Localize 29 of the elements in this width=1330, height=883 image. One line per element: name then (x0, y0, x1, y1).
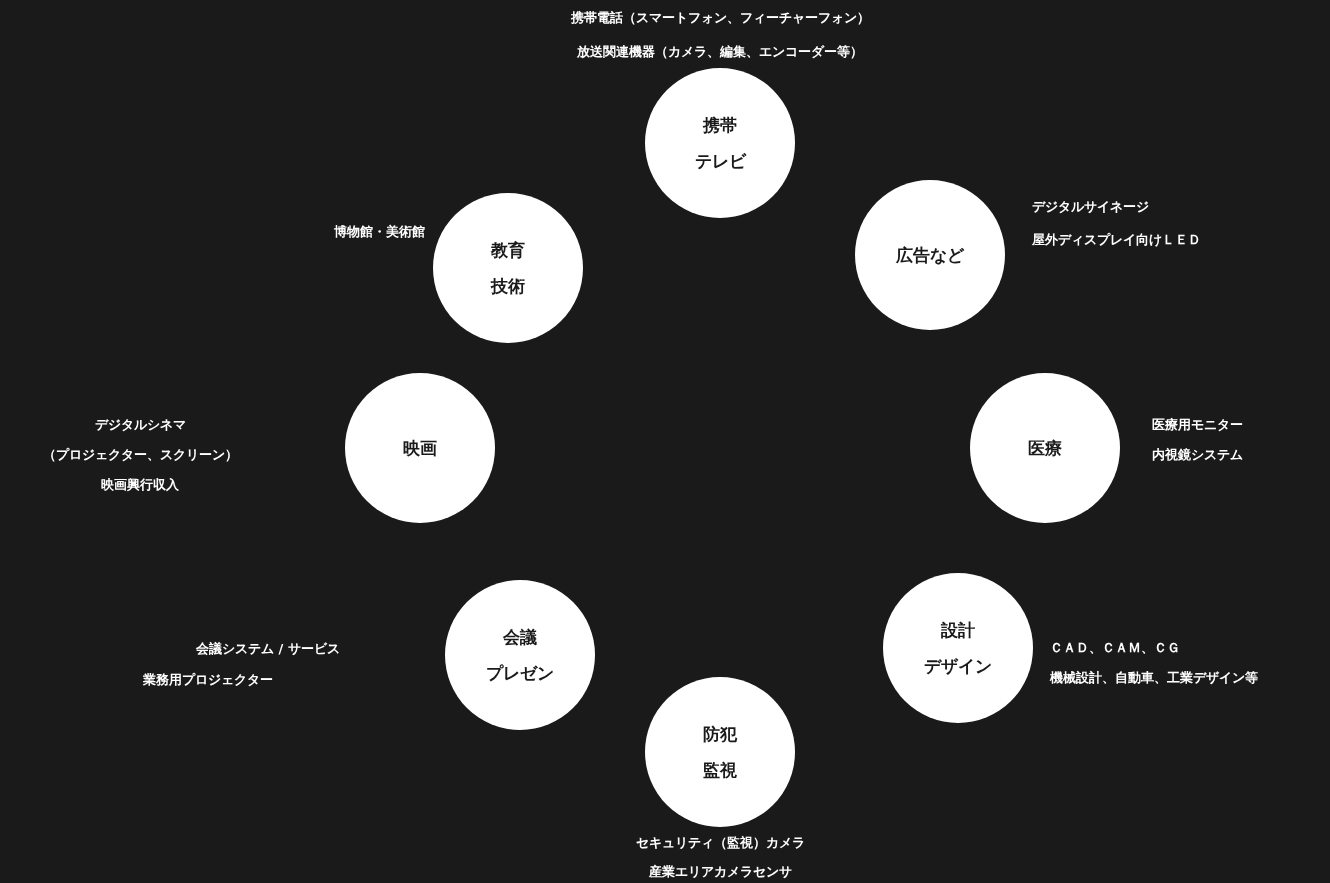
application-note: デジタルシネマ (94, 416, 186, 434)
application-note: 映画興行収入 (101, 476, 179, 494)
application-note: 内視鏡システム (1152, 446, 1243, 464)
category-label: 技術 (491, 275, 525, 298)
category-label: 設計 (941, 619, 975, 642)
category-label: 携帯 (703, 114, 737, 137)
application-note: 業務用プロジェクター (143, 671, 273, 689)
category-label: 映画 (403, 437, 437, 460)
application-note: 放送関連機器（カメラ、編集、エンコーダー等） (577, 43, 863, 61)
application-note: 会議システム / サービス (196, 640, 340, 658)
category-label: 監視 (703, 759, 737, 782)
category-label: 会議 (503, 626, 537, 649)
category-label: 広告など (896, 244, 964, 267)
application-note: 医療用モニター (1152, 416, 1243, 434)
application-note: （プロジェクター、スクリーン） (42, 446, 238, 464)
application-note: 機械設計、自動車、工業デザイン等 (1050, 669, 1258, 687)
category-label: 教育 (491, 239, 525, 262)
application-note: 博物館・美術館 (334, 223, 425, 241)
category-label: デザイン (924, 655, 992, 678)
category-label: 医療 (1028, 437, 1062, 460)
application-note: 産業エリアカメラセンサ (648, 863, 792, 881)
application-note: 屋外ディスプレイ向けＬＥＤ (1032, 231, 1201, 249)
application-note: デジタルサイネージ (1032, 198, 1149, 216)
category-label: テレビ (694, 150, 746, 173)
application-note: 携帯電話（スマートフォン、フィーチャーフォン） (570, 9, 870, 27)
application-note: ＣＡＤ、ＣＡＭ、ＣＧ (1050, 639, 1180, 657)
application-note: セキュリティ（監視）カメラ (635, 834, 805, 852)
category-label: 防犯 (703, 723, 737, 746)
category-label: プレゼン (486, 662, 554, 685)
